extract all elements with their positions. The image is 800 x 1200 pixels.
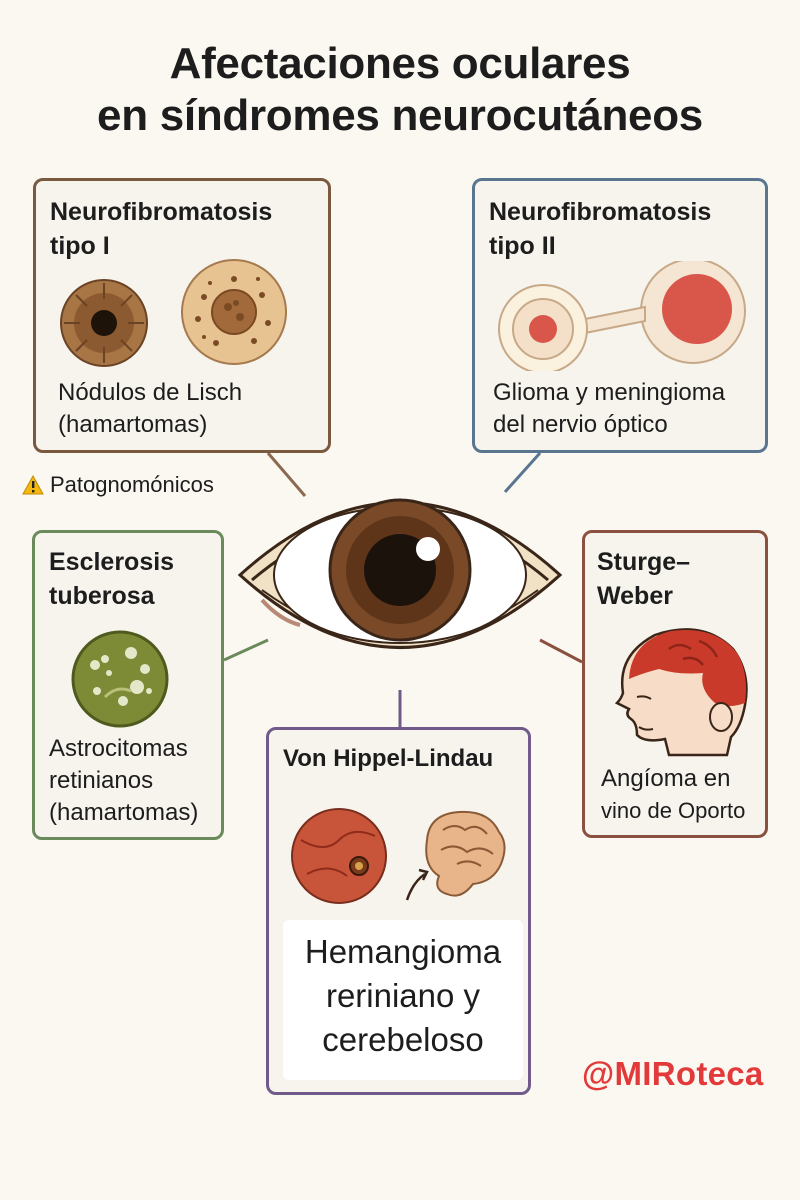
iris-icon [60,279,148,367]
connector-sw [539,638,583,664]
nf1-desc-line-1: Nódulos de Lisch [58,379,243,406]
vhl-desc-line-1: Hemangioma [304,933,502,970]
nf1-title-line-1: Neurofibromatosis [50,198,273,226]
lisch-nodules-icon [181,259,287,365]
et-title: Esclerosis tuberosa [49,545,174,613]
et-desc-line-1: Astrocitomas [49,735,188,762]
vhl-desc-line-2: rerinianо y [325,977,481,1014]
nf1-description: Nódulos de Lisch (hamartomas) [58,377,242,441]
et-title-line-2: tuberosa [49,582,155,610]
nf2-desc-line-1: Glioma y meningioma [493,379,726,406]
retina-hemangioma-icon [291,808,387,904]
nf1-title-line-2: tipo I [50,232,110,260]
warning-icon [22,475,44,495]
card-tuberous-sclerosis: Esclerosis tuberosa Astrocitomas retinia… [32,530,224,840]
connector-nf1 [266,452,307,497]
vhl-desc-line-3: cerebeloso [322,1021,484,1058]
nf2-title-line-1: Neurofibromatosis [489,198,712,226]
vhl-title: Von Hippel-Lindau [283,745,494,772]
sw-title-line-1: Sturge– [597,548,691,576]
warning-text: Patognomónicos [50,472,214,497]
page-title: Afectaciones oculares en síndromes neuro… [0,38,800,142]
eye-icon [237,498,563,649]
connector-nf2 [503,451,542,494]
card-von-hippel-lindau: Von Hippel-Lindau Hemangioma rerinianо y… [266,727,531,1095]
sw-desc-line-1: Angíoma en [601,765,731,792]
et-title-line-1: Esclerosis [49,548,175,576]
connector-et [223,638,269,662]
author-handle: @MIRoteca [582,1055,764,1092]
et-description: Astrocitomas retinianos (hamartomas) [49,733,198,829]
nf2-title-line-2: tipo II [489,232,556,260]
card-neurofibromatosis-1: Neurofibromatosis tipo I Nódulos de Lisc… [33,178,331,453]
sw-desc-line-2: vino de Oporto [601,798,746,823]
sw-title: Sturge– Weber [597,545,690,613]
nf2-desc-line-2: del nervio óptico [493,411,668,438]
brain-icon [425,810,506,897]
title-line-1: Afectaciones oculares [169,39,631,88]
title-line-2: en síndromes neurocutáneos [97,91,703,140]
card-neurofibromatosis-2: Neurofibromatosis tipo II Glioma y menin… [472,178,768,453]
head-profile-icon [614,628,748,757]
retina-icon [71,630,169,728]
et-desc-line-3: (hamartomas) [49,799,199,826]
et-desc-line-2: retinianos [49,767,154,794]
nf1-desc-line-2: (hamartomas) [58,411,208,438]
nf1-title: Neurofibromatosis tipo I [50,195,272,263]
sw-description: Angíoma en vino de Oporto [601,763,745,827]
nf2-title: Neurofibromatosis tipo II [489,195,711,263]
sw-title-line-2: Weber [597,582,673,610]
nf2-description: Glioma y meningioma del nervio óptico [493,377,725,441]
pathognomonic-label: Patognomónicos [22,470,214,500]
vhl-description: Hemangioma rerinianо y cerebeloso [283,920,523,1080]
card-sturge-weber: Sturge– Weber Angíoma en vino de Oporto [582,530,768,838]
vhl-illustrations [291,808,506,904]
optic-nerve-tumor-icon [498,261,746,371]
arrow-icon [405,868,429,901]
